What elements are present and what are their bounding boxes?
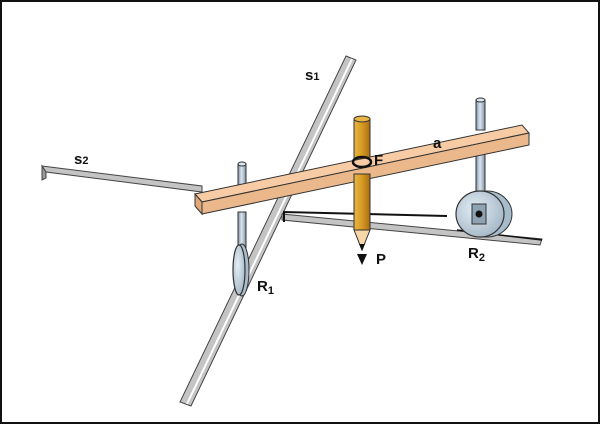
label-r1: R1 [257,278,274,297]
pencil [353,173,371,265]
label-s1: s1 [305,67,319,84]
wheel-r2 [455,97,513,238]
label-a: a [433,135,442,152]
wheel-r1 [232,211,250,297]
pivot-f [351,155,373,169]
label-s2: s2 [74,151,88,168]
label-r2: R2 [468,245,485,264]
label-p: P [376,251,386,268]
label-f: F [374,152,383,169]
guide-rail-s1 [179,55,357,407]
